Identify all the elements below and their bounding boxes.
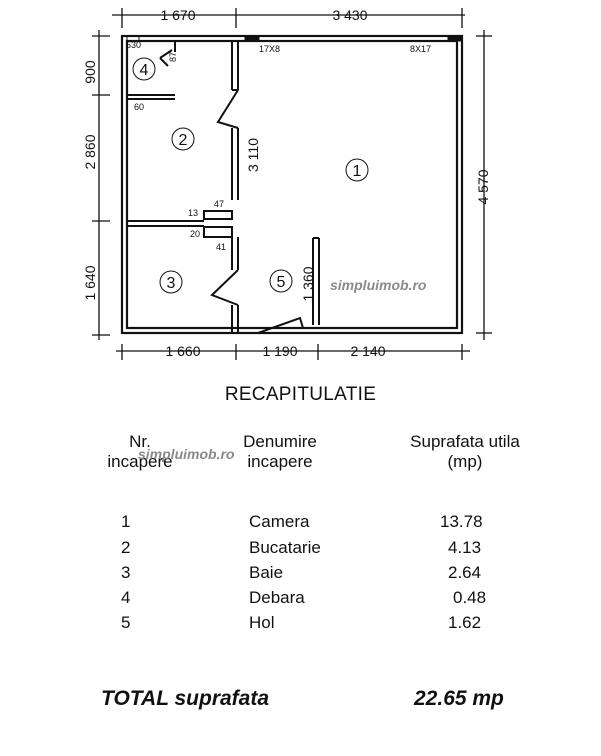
table-row: 4 Debara 0.48: [0, 588, 601, 610]
row-nr: 5: [121, 613, 131, 632]
dim-bottom-right: 2 140: [350, 343, 385, 359]
header-name-line1: Denumire: [243, 432, 317, 451]
label-20: 20: [190, 229, 200, 239]
table-row: 2 Bucatarie 4.13: [0, 538, 601, 560]
table-row: 3 Baie 2.64: [0, 563, 601, 585]
row-name: Camera: [249, 512, 310, 531]
dim-bottom-mid: 1 190: [262, 343, 297, 359]
row-nr: 3: [121, 563, 131, 582]
dim-inner-wall: 3 110: [245, 138, 261, 172]
summary-title: RECAPITULATIE: [224, 384, 377, 405]
plan-watermark: simpluimob.ro: [330, 277, 427, 293]
label-13: 13: [188, 208, 198, 218]
row-area: 2.64: [448, 563, 482, 582]
floor-plan: 1 670 3 430 900 2 860 1 640 4 570 1 660 …: [82, 7, 492, 360]
window-label-2: 8X17: [410, 44, 431, 54]
header-area-line1: Suprafata utila: [410, 432, 520, 451]
row-nr: 2: [121, 538, 131, 557]
label-87: 87: [168, 52, 178, 62]
room-number-3: 3: [167, 275, 176, 292]
room-number-1: 1: [353, 163, 362, 180]
header-nr-line1: Nr.: [129, 432, 151, 451]
window-label-1: 17X8: [259, 44, 280, 54]
table-row: 1 Camera 13.78: [0, 512, 601, 534]
dim-right: 4 570: [475, 169, 491, 204]
dim-left-mid: 2 860: [82, 134, 98, 169]
header-area: Suprafata utila (mp): [390, 432, 540, 472]
row-nr: 4: [121, 588, 131, 607]
label-47: 47: [214, 199, 224, 209]
header-name-line2: incapere: [247, 452, 313, 471]
dim-top-right: 3 430: [332, 7, 367, 23]
header-name: Denumire incapere: [225, 432, 335, 472]
row-area: 1.62: [448, 613, 482, 632]
label-530: 530: [126, 40, 141, 50]
row-area: 13.78: [440, 512, 483, 531]
row-name: Baie: [249, 563, 284, 582]
header-area-line2: (mp): [447, 452, 483, 471]
header-nr: Nr. incapere: [100, 432, 180, 472]
dim-bottom-left: 1 660: [165, 343, 200, 359]
room-number-4: 4: [140, 62, 149, 79]
row-area: 4.13: [448, 538, 482, 557]
label-60: 60: [134, 102, 144, 112]
row-name: Hol: [249, 613, 275, 632]
table-row: 5 Hol 1.62: [0, 613, 601, 635]
dim-hall: 1 360: [300, 266, 316, 301]
dim-left-upper: 900: [82, 60, 98, 84]
row-name: Bucatarie: [249, 538, 321, 557]
dim-top-left: 1 670: [160, 7, 195, 23]
dim-left-lower: 1 640: [82, 265, 98, 300]
total-label: TOTAL suprafata: [101, 687, 270, 710]
row-area: 0.48: [453, 588, 487, 607]
header-nr-line2: incapere: [107, 452, 173, 471]
row-nr: 1: [121, 512, 131, 531]
label-41: 41: [216, 242, 226, 252]
table-watermark: simpluimob.ro: [138, 446, 235, 462]
row-name: Debara: [249, 588, 305, 607]
total-value: 22.65 mp: [414, 687, 504, 710]
room-number-2: 2: [179, 132, 188, 149]
room-number-5: 5: [277, 274, 286, 291]
